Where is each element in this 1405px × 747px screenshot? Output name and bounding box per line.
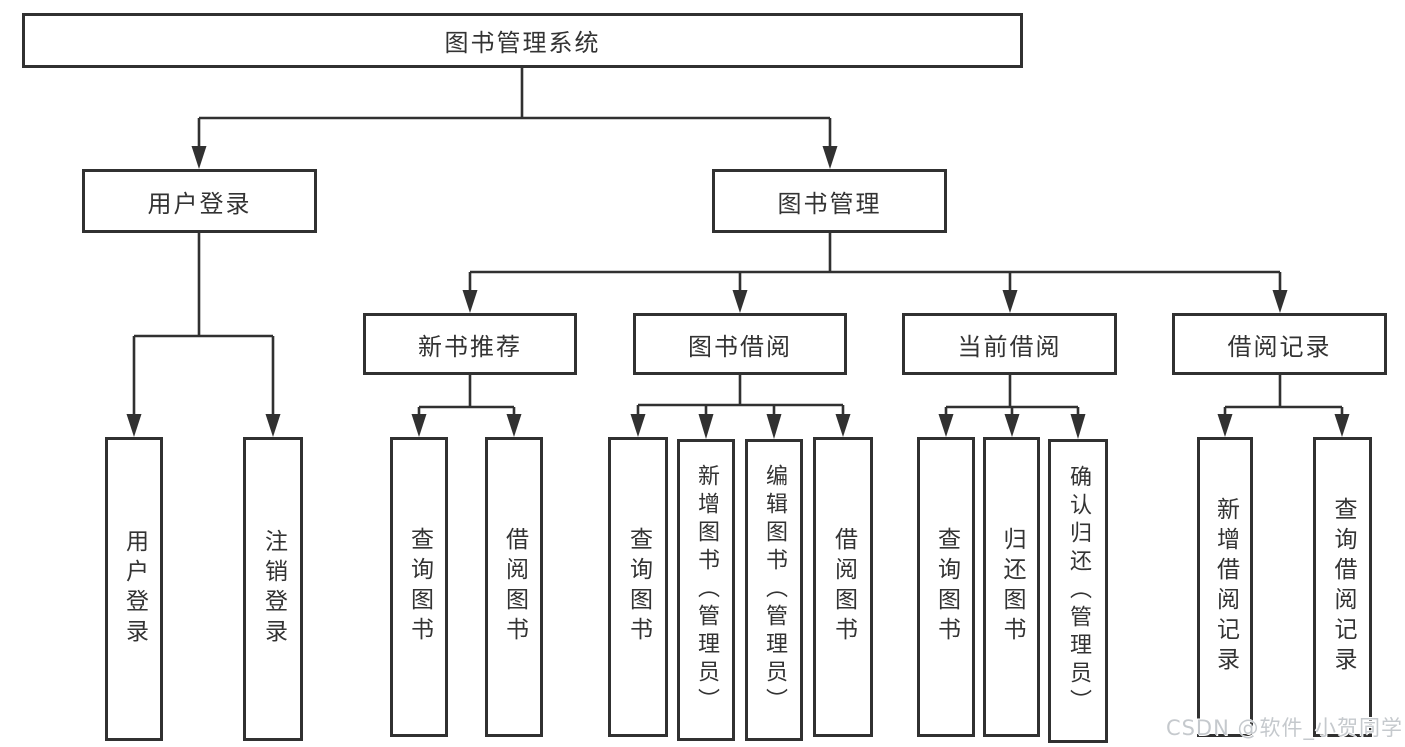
leaf-query-books-recommend-label: 查询图书: [406, 527, 433, 647]
node-borrow-records-label: 借阅记录: [1227, 332, 1332, 361]
leaf-add-book-admin: 新增图书（管理员）: [677, 439, 735, 741]
watermark-csdn: CSDN @软件_小贺同学: [1165, 716, 1403, 740]
leaf-edit-book-admin: 编辑图书（管理员）: [745, 439, 803, 741]
node-book-management: 图书管理: [712, 169, 947, 233]
node-user-login: 用户登录: [82, 169, 317, 233]
leaf-add-book-admin-label: 新增图书（管理员）: [694, 464, 719, 716]
arrowhead-group: [126, 146, 1350, 439]
leaf-query-books-current: 查询图书: [917, 437, 975, 737]
node-book-management-label: 图书管理: [777, 189, 882, 218]
node-library-system: 图书管理系统: [22, 13, 1023, 68]
node-book-borrowing: 图书借阅: [633, 313, 847, 375]
node-new-book-recommend: 新书推荐: [363, 313, 577, 375]
leaf-return-books: 归还图书: [983, 437, 1040, 737]
leaf-borrow-books-borrowing-label: 借阅图书: [830, 527, 857, 647]
leaf-query-borrow-record-label: 查询借阅记录: [1330, 497, 1356, 677]
leaf-query-books-recommend: 查询图书: [390, 437, 448, 737]
leaf-query-books-current-label: 查询图书: [933, 527, 960, 647]
node-current-borrowing-label: 当前借阅: [957, 332, 1062, 361]
node-user-login-label: 用户登录: [147, 189, 252, 218]
leaf-query-books-borrowing: 查询图书: [608, 437, 668, 737]
node-library-system-label: 图书管理系统: [444, 29, 601, 57]
leaf-borrow-books-borrowing: 借阅图书: [813, 437, 873, 737]
leaf-return-books-label: 归还图书: [999, 527, 1025, 647]
leaf-confirm-return-admin-label: 确认归还（管理员）: [1066, 465, 1091, 717]
leaf-add-borrow-record-label: 新增借阅记录: [1212, 497, 1239, 677]
leaf-borrow-books-recommend: 借阅图书: [485, 437, 543, 737]
node-borrow-records: 借阅记录: [1172, 313, 1387, 375]
leaf-confirm-return-admin: 确认归还（管理员）: [1048, 439, 1108, 743]
node-current-borrowing: 当前借阅: [902, 313, 1117, 375]
leaf-user-login: 用户登录: [105, 437, 163, 741]
leaf-add-borrow-record: 新增借阅记录: [1197, 437, 1253, 737]
leaf-query-borrow-record: 查询借阅记录: [1313, 437, 1372, 737]
node-book-borrowing-label: 图书借阅: [688, 332, 792, 361]
leaf-borrow-books-recommend-label: 借阅图书: [501, 527, 528, 647]
leaf-user-login-label: 用户登录: [121, 529, 148, 649]
leaf-logout: 注销登录: [243, 437, 303, 741]
leaf-query-books-borrowing-label: 查询图书: [625, 527, 652, 647]
leaf-logout-label: 注销登录: [260, 529, 287, 649]
leaf-edit-book-admin-label: 编辑图书（管理员）: [762, 464, 787, 716]
node-new-book-recommend-label: 新书推荐: [418, 332, 522, 361]
